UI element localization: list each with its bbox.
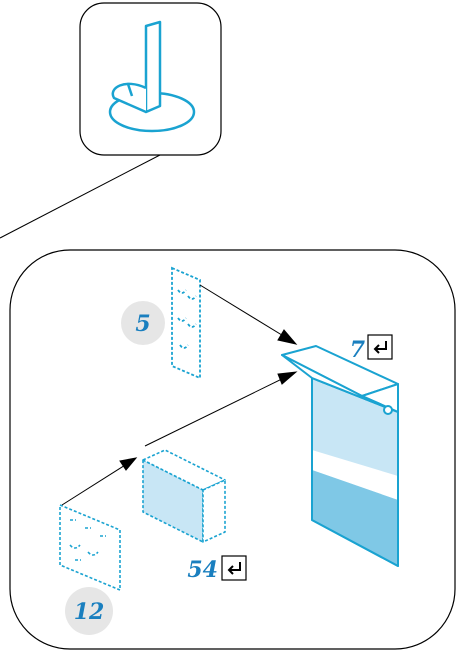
part-5-panel [171, 266, 201, 380]
detail-callout [79, 2, 222, 156]
callout-12-label: 12 [74, 599, 105, 625]
callout-12: 12 [65, 587, 113, 635]
return-arrow-icon [367, 334, 393, 360]
callout-54-label: 54 [187, 557, 218, 583]
callout-5-bg [121, 301, 165, 345]
upright-bracket [111, 20, 162, 114]
callout-7: 7 [350, 334, 393, 363]
leader-line [0, 154, 161, 239]
part-7-cabinet [281, 345, 399, 567]
callout-7-label: 7 [350, 337, 366, 363]
part-54-box [142, 449, 226, 543]
arrow-5-to-7 [199, 284, 291, 341]
callout-5-label: 5 [135, 311, 150, 337]
return-arrow-icon [221, 555, 247, 581]
callout-54: 54 [187, 555, 247, 583]
callout-12-bg [65, 587, 113, 635]
part-12-panel [59, 503, 121, 592]
assembly-arrows [61, 284, 298, 506]
arrow-12-to-54 [61, 461, 131, 506]
assembly-frame [9, 249, 456, 650]
callout-5: 5 [121, 301, 165, 345]
arrow-54-to-7 [144, 374, 291, 447]
